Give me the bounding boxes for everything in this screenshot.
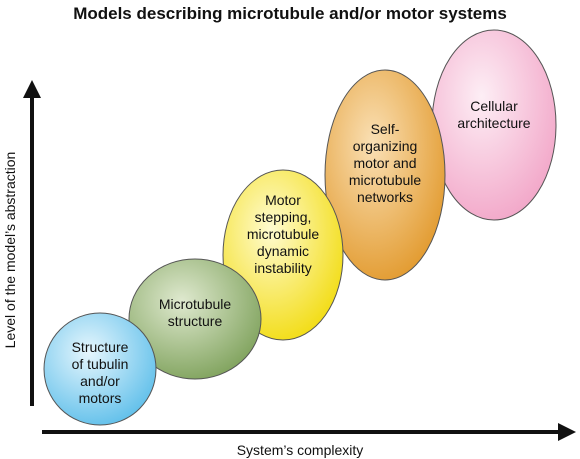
bubble-tubulin-structure-label-line: motors xyxy=(79,390,122,406)
bubble-microtubule-structure-shape xyxy=(128,258,262,380)
bubble-self-organizing-label-line: motor and xyxy=(353,155,416,171)
bubble-microtubule-structure-label-line: structure xyxy=(168,313,223,329)
bubble-layer: CellulararchitectureSelf-organizingmotor… xyxy=(43,29,557,426)
bubble-cellular-architecture-label-line: Cellular xyxy=(470,98,518,114)
bubble-cellular-architecture-label-line: architecture xyxy=(457,115,530,131)
bubble-self-organizing-shape xyxy=(324,69,446,281)
bubble-self-organizing-label-line: networks xyxy=(357,189,413,205)
bubble-motor-stepping-label-line: Motor xyxy=(265,192,301,208)
x-axis-arrowhead xyxy=(558,423,576,441)
bubble-tubulin-structure-label-line: of tubulin xyxy=(72,356,129,372)
bubble-tubulin-structure-label-line: Structure xyxy=(72,339,129,355)
bubble-motor-stepping-label-line: stepping, xyxy=(255,209,312,225)
bubble-microtubule-structure-label-line: Microtubule xyxy=(159,296,232,312)
bubble-motor-stepping-label-line: instability xyxy=(254,260,312,276)
bubble-motor-stepping-label-line: dynamic xyxy=(257,243,309,259)
bubble-tubulin-structure-shape xyxy=(43,312,157,426)
bubble-self-organizing-label-line: microtubule xyxy=(349,172,422,188)
bubble-self-organizing-label-line: Self- xyxy=(371,121,400,137)
bubble-motor-stepping-label-line: microtubule xyxy=(247,226,320,242)
y-axis-label: Level of the model’s abstraction xyxy=(2,152,18,349)
bubble-self-organizing-label-line: organizing xyxy=(353,138,418,154)
x-axis-label: System’s complexity xyxy=(237,442,364,458)
diagram-title: Models describing microtubule and/or mot… xyxy=(73,4,507,23)
y-axis-arrowhead xyxy=(23,80,41,98)
bubble-tubulin-structure-label-line: and/or xyxy=(80,373,120,389)
